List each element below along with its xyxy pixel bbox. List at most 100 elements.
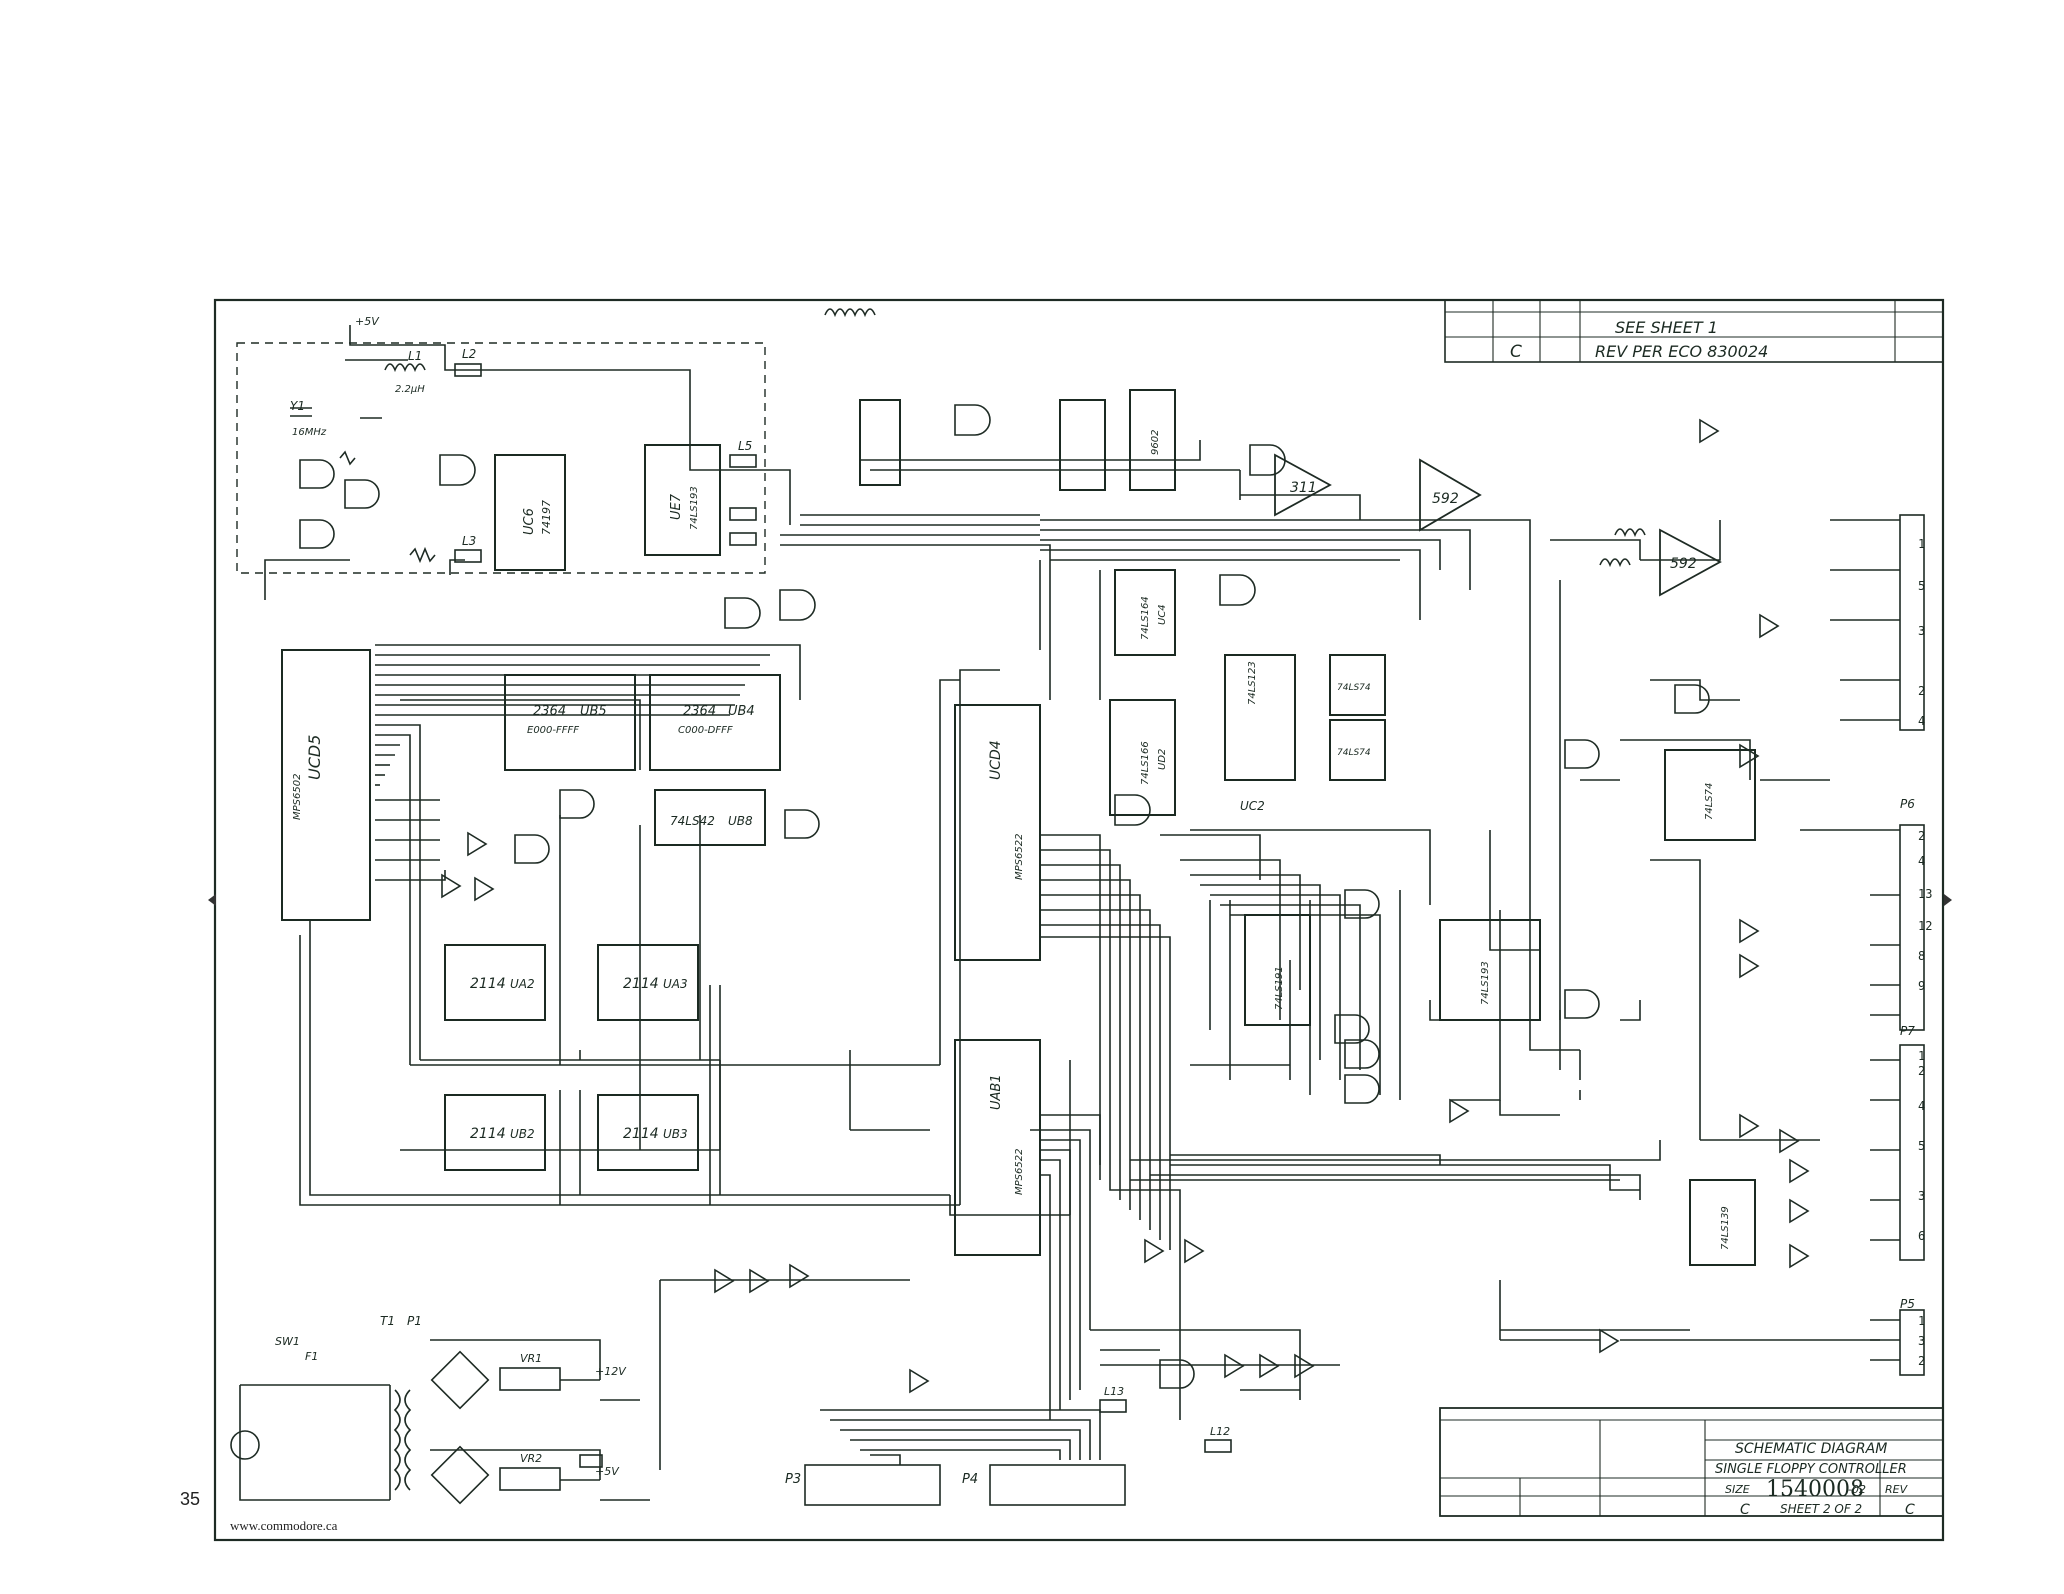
rev-row-2-text: REV PER ECO 830024 — [1595, 342, 1768, 361]
rev-label: REV — [1885, 1483, 1909, 1496]
passives — [230, 308, 1646, 1505]
title-line-1: SCHEMATIC DIAGRAM — [1735, 1441, 1887, 1457]
svg-text:2: 2 — [1918, 829, 1925, 843]
size-label: SIZE — [1725, 1483, 1750, 1496]
shift-uc4-ref: UC4 — [1157, 604, 1168, 625]
rom-ub4-note: C000-DFFF — [678, 725, 733, 736]
ram-ub2-ref: UB2 — [510, 1127, 535, 1141]
shift-uc4-part: 74LS164 — [1140, 596, 1151, 640]
label-plus5v-bottom: +5V — [595, 1465, 620, 1478]
svg-text:8: 8 — [1918, 949, 1925, 963]
rom-ub4 — [649, 674, 781, 771]
decoder-uc3-part: 74LS139 — [1720, 1206, 1731, 1250]
ic-group: UCD5 MPS6502 UC6 74197 UE7 74LS193 2364 … — [281, 389, 1756, 1266]
label-l5: L5 — [738, 439, 752, 453]
via-uab1-ref: UAB1 — [989, 1074, 1004, 1110]
rom-ub5-part: 2364 — [533, 704, 566, 719]
sheet-border — [213, 298, 1945, 1542]
connector-p6: P6 — [1900, 797, 1915, 811]
counter-uc6-ref: UC6 — [522, 508, 537, 535]
svg-text:13: 13 — [1918, 887, 1932, 901]
revision-block: SEE SHEET 1 C REV PER ECO 830024 — [1444, 299, 1944, 363]
flipflop-small-1 — [1059, 399, 1106, 491]
sheet-count: SHEET 2 OF 2 — [1780, 1502, 1862, 1516]
website-footer: www.commodore.ca — [230, 1518, 338, 1533]
svg-text:6: 6 — [1918, 1229, 1925, 1243]
rom-ub5-ref: UB5 — [580, 704, 607, 719]
connector-p5: P5 — [1900, 1297, 1915, 1311]
counter-ue4-part: 74LS191 — [1274, 966, 1285, 1010]
cpu-ucd5 — [281, 649, 371, 921]
ram-ua2-part: 2114 — [470, 976, 506, 992]
rom-ub5-note: E000-FFFF — [527, 725, 579, 736]
ram-ub3 — [597, 1094, 699, 1171]
analog-section: 311 592 592 — [1274, 453, 1722, 597]
ram-ub2 — [444, 1094, 546, 1171]
svg-text:3: 3 — [1918, 624, 1925, 638]
decoder-uc3 — [1689, 1179, 1756, 1266]
ram-ub3-part: 2114 — [623, 1126, 659, 1142]
counter-ue3 — [1439, 919, 1541, 1021]
svg-text:4: 4 — [1918, 1099, 1925, 1113]
flipflop-ud5 — [1329, 719, 1386, 781]
label-vr2: VR2 — [520, 1452, 542, 1465]
ram-ua3-part: 2114 — [623, 976, 659, 992]
oneshot-uc2-ref: UC2 — [1240, 799, 1265, 813]
label-l12: L12 — [1210, 1425, 1230, 1438]
label-vr1: VR1 — [520, 1352, 542, 1365]
svg-text:4: 4 — [1918, 854, 1925, 868]
label-l1: L1 — [408, 349, 422, 363]
label-plus5v-top: +5V — [355, 315, 380, 328]
comparator-uh2-part: 311 — [1290, 480, 1317, 496]
wiring — [239, 325, 1900, 1501]
ram-ub3-ref: UB3 — [663, 1127, 688, 1141]
label-y1: Y1 — [290, 399, 305, 413]
svg-text:4: 4 — [1918, 714, 1925, 728]
drawing-number: 1540008 — [1766, 1477, 1864, 1502]
oneshot-ua5-part: 9602 — [1150, 430, 1161, 455]
counter-ue7 — [644, 444, 721, 556]
ram-ua2 — [444, 944, 546, 1021]
svg-text:2: 2 — [1918, 1064, 1925, 1078]
shift-uc4 — [1114, 569, 1176, 656]
label-l3: L3 — [462, 534, 476, 548]
cpu-ucd5-ref: UCD5 — [305, 735, 324, 780]
counter-ue4 — [1244, 914, 1311, 1026]
svg-text:1: 1 — [1918, 537, 1925, 551]
gates — [299, 404, 1810, 1394]
oscillator-section — [236, 342, 766, 574]
svg-text:3: 3 — [1918, 1334, 1925, 1348]
flipflop-uh6-part: 74LS74 — [1704, 783, 1715, 820]
svg-text:12: 12 — [1918, 919, 1932, 933]
page-number: 35 — [180, 1489, 201, 1509]
connector-pins: 1 5 3 2 4 2 4 13 12 8 9 1 2 4 5 3 6 1 3 … — [1918, 537, 1932, 1368]
connector-p1: P1 — [407, 1314, 422, 1328]
label-y1-freq: 16MHz — [292, 427, 327, 438]
oneshot-uc2 — [1224, 654, 1296, 781]
svg-text:2: 2 — [1918, 1354, 1925, 1368]
shift-ud2-part: 74LS166 — [1140, 741, 1151, 785]
via-uab1 — [954, 1039, 1041, 1256]
svg-text:5: 5 — [1918, 1139, 1925, 1153]
title-line-2: SINGLE FLOPPY CONTROLLER — [1715, 1462, 1907, 1477]
label-t1: T1 — [380, 1314, 395, 1328]
svg-text:5: 5 — [1918, 579, 1925, 593]
counter-ue7-part: 74LS193 — [689, 486, 700, 530]
oneshot-uc2-part: 74LS123 — [1247, 661, 1258, 705]
via-ucd4 — [954, 704, 1041, 961]
via-ucd4-ref: UCD4 — [988, 740, 1004, 780]
flipflop-ud4-part: 74LS74 — [1337, 683, 1371, 693]
svg-text:1: 1 — [1918, 1314, 1925, 1328]
svg-text:1: 1 — [1918, 1049, 1925, 1063]
label-plus12v: +12V — [595, 1365, 627, 1378]
connector-p4: P4 — [962, 1472, 978, 1487]
flipflop-small-2 — [859, 399, 901, 486]
counter-uc6-part: 74197 — [540, 500, 553, 535]
rom-ub4-ref: UB4 — [728, 704, 755, 719]
right-connectors — [1899, 514, 1925, 1376]
connector-p4-box — [989, 1464, 1126, 1506]
connector-p7: P7 — [1900, 1024, 1915, 1038]
rev-row-2-rev: C — [1510, 342, 1522, 362]
connector-p3-box — [804, 1464, 941, 1506]
flipflop-uh6 — [1664, 749, 1756, 841]
